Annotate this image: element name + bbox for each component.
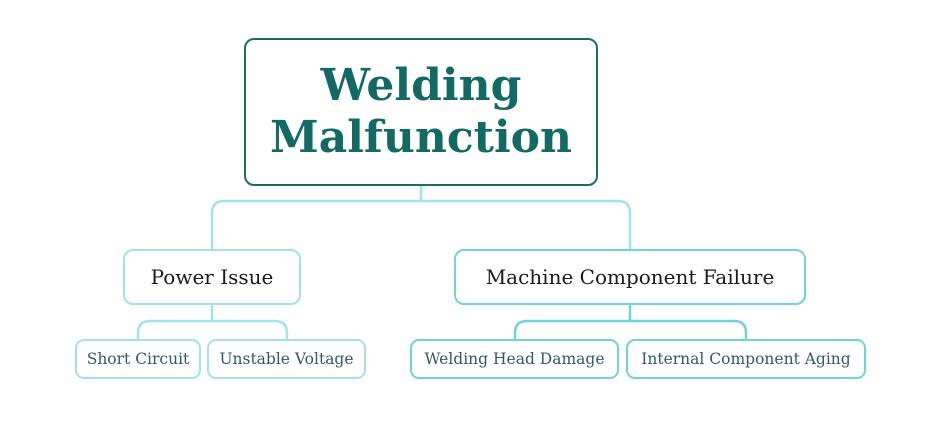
node-internal-component-aging[interactable]: Internal Component Aging: [626, 339, 866, 379]
connector-power-children: [136, 305, 289, 339]
root-node-welding-malfunction[interactable]: Welding Malfunction: [244, 38, 598, 186]
connector-root-branches: [210, 186, 632, 249]
root-title-line1: Welding: [320, 60, 522, 111]
root-title-line2: Malfunction: [269, 112, 572, 163]
node-short-circuit[interactable]: Short Circuit: [75, 339, 201, 379]
node-welding-head-damage[interactable]: Welding Head Damage: [410, 339, 619, 379]
node-machine-component-failure[interactable]: Machine Component Failure: [454, 249, 806, 305]
node-power-issue[interactable]: Power Issue: [123, 249, 301, 305]
connector-machine-children: [513, 305, 748, 339]
node-unstable-voltage[interactable]: Unstable Voltage: [207, 339, 366, 379]
